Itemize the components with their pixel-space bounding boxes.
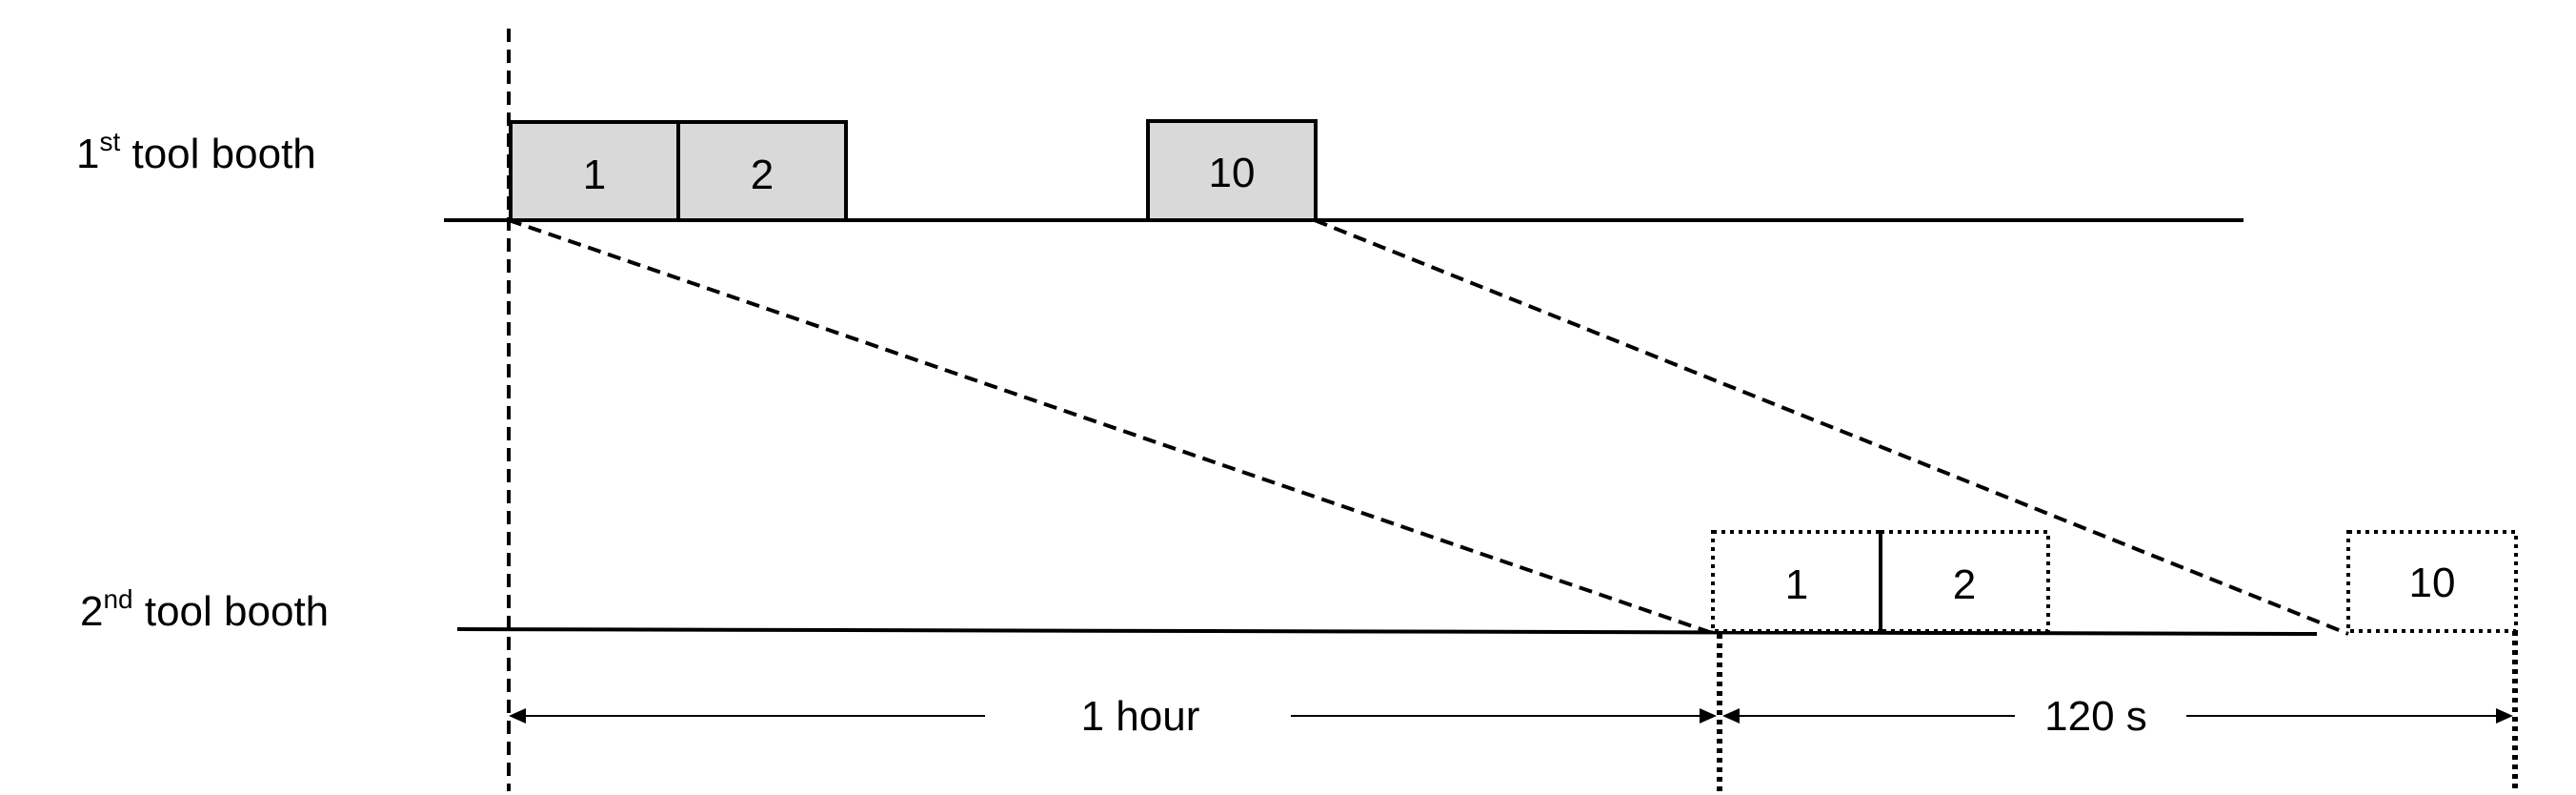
arrowhead-left-icon [509,708,526,724]
booth-2-label-number: 2 [80,588,103,635]
travel-line-vehicle-10 [1314,218,2349,636]
booth-2-label-text: tool booth [133,588,330,635]
booth-2-vehicle-2: 2 [1879,530,2050,633]
booth-2-vehicle-1: 1 [1711,530,1882,633]
booth-2-vehicle-1-label: 1 [1785,561,1808,608]
booth-1-label: 1st tool booth [76,127,316,177]
booth-1-label-text: tool booth [120,131,316,177]
booth-1-label-ordinal: st [99,127,120,156]
booth-2-label: 2nd tool booth [80,584,329,635]
travel-time-dimension: 1 hour [509,693,1717,740]
booth-1-vehicle-1-label: 1 [583,152,606,198]
booth-1-label-number: 1 [76,131,99,177]
travel-time-label: 1 hour [1081,693,1200,740]
arrowhead-right-icon [2496,708,2513,724]
booth-1-vehicle-10: 10 [1146,119,1318,222]
arrival-spread-label: 120 s [2044,693,2147,740]
arrival-spread-dimension: 120 s [1722,693,2513,740]
booth-2-timeline [456,627,2318,636]
arrowhead-right-icon [1700,708,1717,724]
booth-1-vehicle-2-label: 2 [751,152,774,198]
booth-1-vehicle-2: 2 [676,120,848,222]
booth-1-vehicle-1: 1 [509,120,680,222]
booth-2-vehicle-10-label: 10 [2409,560,2456,606]
arrowhead-left-icon [1722,708,1740,724]
booth-2-vehicle-10: 10 [2346,530,2518,633]
booth-2-label-ordinal: nd [103,584,132,614]
booth-1-vehicle-10-label: 10 [1209,150,1256,196]
booth-2-vehicle-2-label: 2 [1953,561,1976,608]
travel-line-vehicle-1 [508,218,1716,636]
